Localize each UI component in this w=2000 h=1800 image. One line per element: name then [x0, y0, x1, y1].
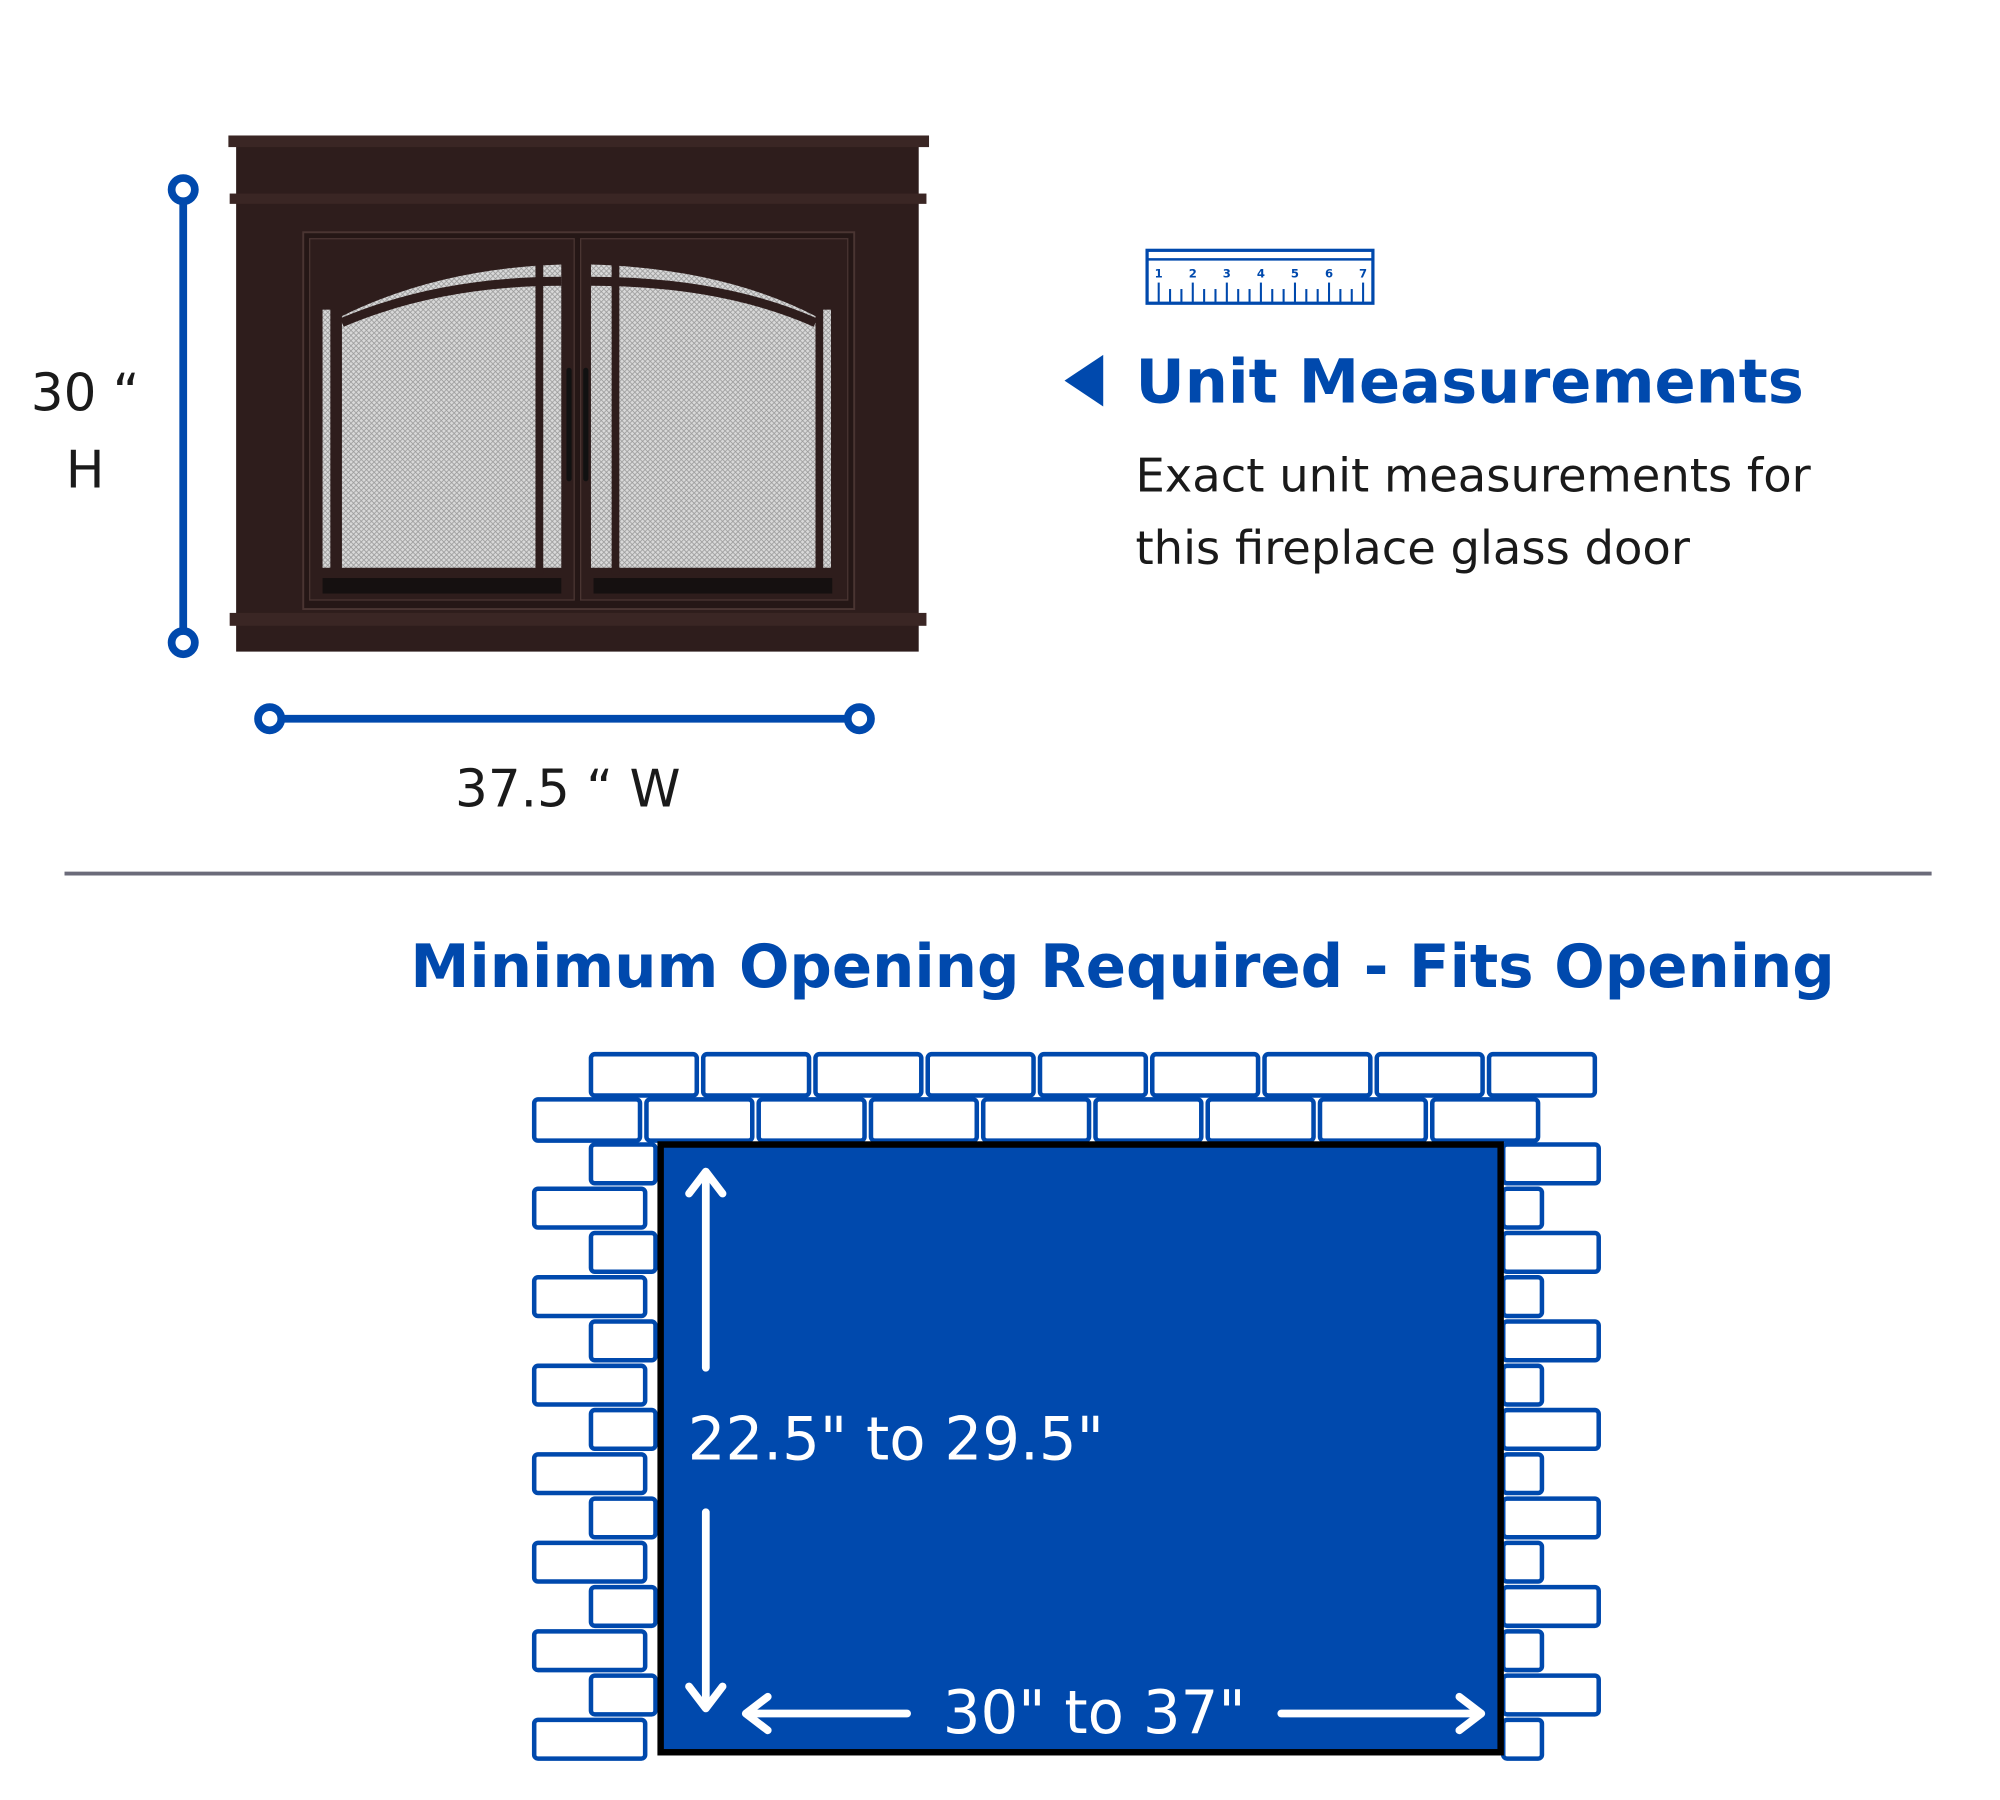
ruler-icon: 1 2 3 4 5 6 7	[1145, 248, 1375, 305]
brick	[1262, 1051, 1373, 1098]
brick	[1037, 1051, 1149, 1098]
ruler-number: 6	[1325, 266, 1333, 280]
height-dimension-line	[167, 174, 199, 659]
ruler-number: 2	[1189, 266, 1197, 280]
brick	[531, 1452, 648, 1496]
brick	[1374, 1051, 1485, 1098]
ruler-number: 3	[1223, 266, 1231, 280]
brick	[1093, 1097, 1204, 1143]
height-value: 30 “	[31, 363, 140, 423]
ruler-number: 5	[1291, 266, 1299, 280]
brick	[588, 1673, 658, 1717]
brick	[531, 1275, 648, 1319]
minimum-opening-title: Minimum Opening Required - Fits Opening	[410, 932, 1834, 1001]
brick	[588, 1407, 658, 1452]
brick	[700, 1051, 812, 1098]
brick	[1500, 1673, 1601, 1717]
brick	[925, 1051, 1036, 1098]
brick	[588, 1319, 658, 1363]
brick	[588, 1496, 658, 1540]
brick	[1500, 1496, 1601, 1540]
width-dimension-line	[254, 703, 875, 735]
fireplace-door-image	[228, 135, 930, 652]
brick	[1429, 1097, 1541, 1143]
brick	[1500, 1275, 1545, 1319]
down-arrow-icon	[685, 1508, 727, 1713]
brick	[1500, 1142, 1601, 1186]
opening-height-range: 22.5" to 29.5"	[688, 1404, 1104, 1473]
brick	[531, 1629, 648, 1673]
brick	[531, 1363, 648, 1407]
opening-width-range: 30" to 37"	[943, 1678, 1246, 1747]
unit-measurements-title: Unit Measurements	[1135, 348, 1803, 418]
ruler-number: 1	[1155, 266, 1163, 280]
triangle-left-icon	[1064, 354, 1104, 407]
brick	[1500, 1452, 1545, 1496]
brick	[1500, 1584, 1601, 1629]
brick	[1317, 1097, 1429, 1143]
brick	[868, 1097, 980, 1143]
brick	[588, 1584, 658, 1629]
unit-description-line1: Exact unit measurements for	[1135, 449, 1811, 503]
brick-wall	[531, 1051, 1601, 1761]
brick	[531, 1717, 648, 1761]
brick	[980, 1097, 1092, 1143]
brick	[756, 1097, 867, 1143]
brick	[644, 1097, 755, 1143]
brick	[1500, 1407, 1601, 1452]
brick	[1500, 1629, 1545, 1673]
brick	[1500, 1717, 1545, 1761]
brick	[1205, 1097, 1316, 1143]
brick	[1500, 1540, 1545, 1584]
width-label: 37.5 “ W	[455, 759, 681, 819]
brick	[1500, 1186, 1545, 1230]
brick	[588, 1051, 700, 1098]
fireplace-opening	[657, 1141, 1504, 1756]
brick	[1500, 1363, 1545, 1407]
ruler-number: 7	[1359, 266, 1367, 280]
brick	[588, 1230, 658, 1274]
left-arrow-icon	[741, 1692, 911, 1735]
brick	[1500, 1230, 1601, 1274]
right-arrow-icon	[1277, 1692, 1486, 1735]
brick	[1486, 1051, 1598, 1098]
brick	[1149, 1051, 1261, 1098]
unit-description-line2: this fireplace glass door	[1135, 521, 1690, 575]
brick	[813, 1051, 924, 1098]
brick	[531, 1540, 648, 1584]
ruler-number: 4	[1257, 266, 1265, 280]
brick	[531, 1186, 648, 1230]
brick	[588, 1142, 658, 1186]
brick	[531, 1097, 643, 1143]
brick	[1500, 1319, 1601, 1363]
up-arrow-icon	[685, 1167, 727, 1372]
height-label: H	[66, 441, 105, 501]
